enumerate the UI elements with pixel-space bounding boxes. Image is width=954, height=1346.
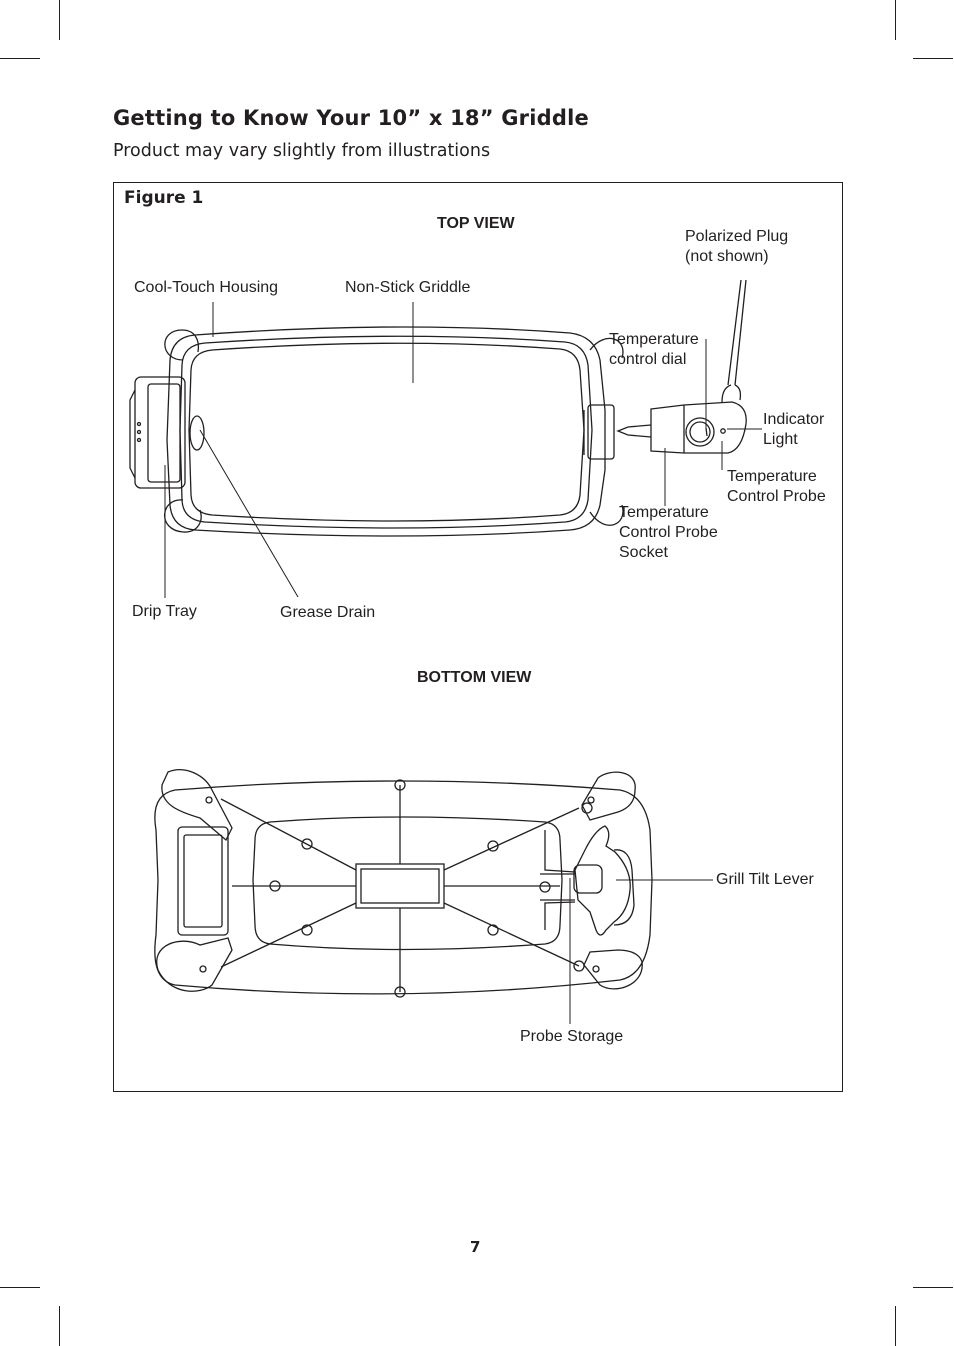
callout-temp-dial-line2: control dial: [609, 351, 687, 368]
crop-mark: [895, 0, 896, 40]
callout-drip-tray: Drip Tray: [132, 603, 197, 620]
callout-temperature-control-probe-socket: Temperature Control Probe Socket: [619, 503, 718, 563]
crop-mark: [895, 1306, 896, 1346]
callout-temp-dial-line1: Temperature: [609, 331, 699, 348]
top-view-drawing: [129, 279, 747, 537]
callout-polarized-plug-line1: Polarized Plug: [685, 228, 789, 245]
crop-mark: [0, 58, 40, 59]
callout-probe-socket-line3: Socket: [619, 544, 668, 561]
bottom-view-leader-lines: [569, 878, 713, 1024]
callout-temp-probe-line1: Temperature: [727, 468, 817, 485]
callout-grill-tilt-lever: Grill Tilt Lever: [716, 871, 814, 888]
callout-grease-drain: Grease Drain: [280, 604, 376, 621]
bottom-view-drawing: [154, 769, 653, 998]
callout-non-stick-griddle: Non-Stick Griddle: [345, 279, 471, 296]
callout-cool-touch-housing: Cool-Touch Housing: [134, 279, 279, 296]
top-view-leader-lines: [164, 302, 762, 598]
figure-frame: [113, 182, 843, 1092]
page-subtitle: Product may vary slightly from illustrat…: [113, 141, 491, 161]
callout-polarized-plug: Polarized Plug (not shown): [685, 227, 788, 267]
callout-temperature-control-dial: Temperature control dial: [609, 330, 699, 370]
callout-indicator-light-line2: Light: [763, 431, 798, 448]
page-number: 7: [470, 1238, 481, 1256]
callout-indicator-light-line1: Indicator: [763, 411, 825, 428]
crop-mark: [59, 0, 60, 40]
page-title: Getting to Know Your 10” x 18” Griddle: [113, 106, 589, 130]
callout-probe-socket-line2: Control Probe: [619, 524, 718, 541]
top-view-heading: TOP VIEW: [437, 215, 515, 232]
callout-polarized-plug-line2: (not shown): [685, 248, 769, 265]
crop-mark: [59, 1306, 60, 1346]
callout-probe-socket-line1: Temperature: [619, 504, 709, 521]
crop-mark: [913, 58, 953, 59]
callout-indicator-light: Indicator Light: [763, 410, 824, 450]
callout-probe-storage: Probe Storage: [520, 1028, 624, 1045]
callout-temp-probe-line2: Control Probe: [727, 488, 826, 505]
bottom-view-heading: BOTTOM VIEW: [417, 669, 532, 686]
crop-mark: [0, 1287, 40, 1288]
callout-temperature-control-probe: Temperature Control Probe: [727, 467, 826, 507]
figure-label: Figure 1: [124, 188, 204, 208]
crop-mark: [913, 1287, 953, 1288]
